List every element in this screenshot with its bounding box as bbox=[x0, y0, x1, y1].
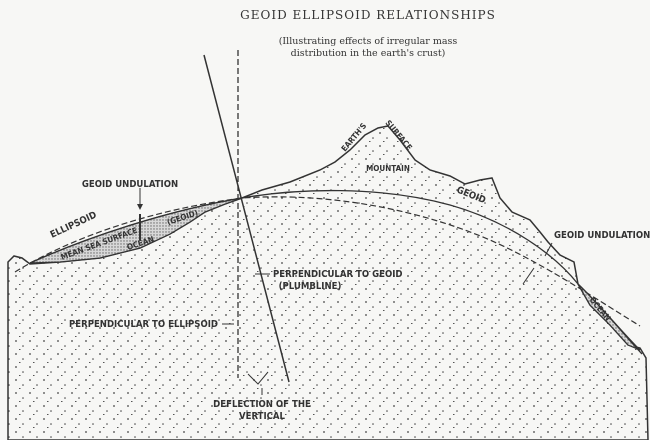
label-mountain: MOUNTAIN bbox=[366, 164, 410, 173]
ellipsoid-arrow bbox=[522, 267, 535, 285]
subtitle-line-1: (Illustrating effects of irregular mass bbox=[279, 36, 458, 47]
geoid-line bbox=[29, 189, 643, 355]
plumbline bbox=[203, 54, 290, 383]
label-perpendicular-to-geoid: PERPENDICULAR TO GEOID bbox=[273, 269, 403, 280]
subtitle-line-2: distribution in the earth's crust) bbox=[291, 48, 446, 59]
label-deflection-1: DEFLECTION OF THE bbox=[213, 399, 311, 410]
label-geoid-undulation-right: GEOID UNDULATION bbox=[554, 230, 650, 241]
label-perpendicular-to-ellipsoid: PERPENDICULAR TO ELLIPSOID bbox=[69, 319, 218, 330]
label-plumbline: (PLUMBLINE) bbox=[279, 281, 342, 292]
undulation-right-arrow bbox=[544, 242, 553, 257]
deflection-angle-arc bbox=[247, 371, 269, 385]
ellipsoid-line bbox=[14, 196, 641, 327]
label-ellipsoid: ELLIPSOID bbox=[49, 210, 99, 241]
label-deflection-2: VERTICAL bbox=[239, 411, 286, 422]
label-geoid-undulation-left: GEOID UNDULATION bbox=[82, 179, 178, 190]
title: GEOID ELLIPSOID RELATIONSHIPS bbox=[240, 8, 496, 22]
arrow-head-icon bbox=[137, 204, 143, 210]
